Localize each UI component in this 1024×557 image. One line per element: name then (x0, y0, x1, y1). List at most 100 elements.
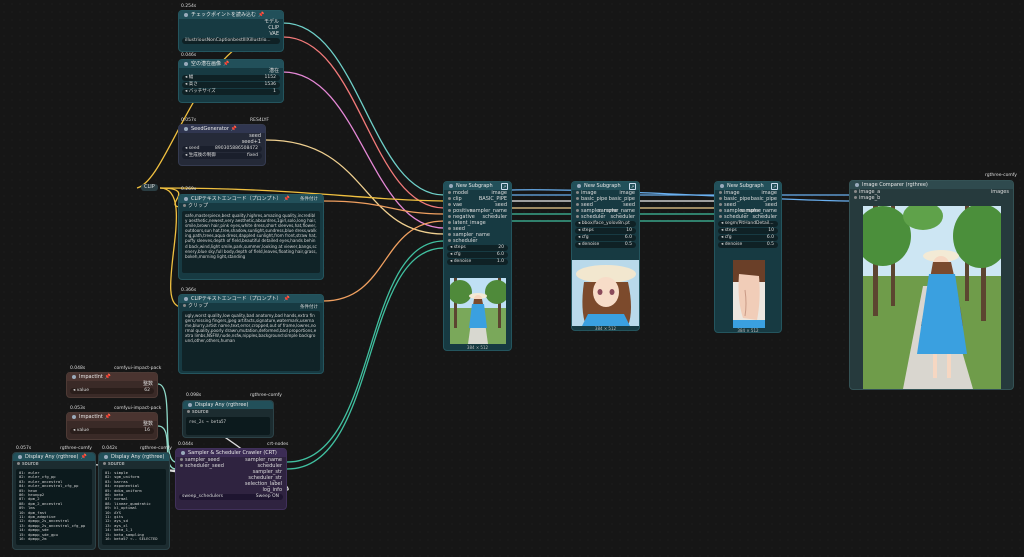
input-source[interactable]: source (183, 409, 273, 415)
input-socket-icon[interactable] (448, 197, 451, 200)
input-socket-icon[interactable] (576, 209, 579, 212)
crawler-row-4[interactable]: scheduler_str (176, 475, 286, 481)
clip-positive-node[interactable]: CLIPテキストエンコード（プロンプト）📌 クリップ safe,masterpi… (178, 194, 324, 280)
input-socket-icon[interactable] (448, 227, 451, 230)
sg1-row-8[interactable]: scheduler (444, 238, 511, 244)
crawler-row-5[interactable]: selection_label (176, 481, 286, 487)
input-socket-icon[interactable] (448, 209, 451, 212)
seed-generator-header[interactable]: SeedGenerator📌 (179, 125, 265, 133)
input-socket-icon[interactable] (448, 215, 451, 218)
input-socket-icon[interactable] (180, 464, 183, 467)
input-socket-icon[interactable] (448, 191, 451, 194)
crawler-row-6[interactable]: log_info (176, 487, 286, 493)
collapse-dot-icon[interactable] (184, 61, 188, 66)
collapse-dot-icon[interactable] (720, 183, 724, 188)
display-any-header[interactable]: Display Any (rgthree)📌 (13, 453, 95, 461)
open-subgraph-icon[interactable]: ↗ (629, 183, 636, 190)
crawler-header[interactable]: Sampler & Scheduler Crawler (CRT) (176, 449, 286, 457)
collapse-dot-icon[interactable] (181, 450, 185, 455)
input-socket-icon[interactable] (719, 203, 722, 206)
clip-positive-header[interactable]: CLIPテキストエンコード（プロンプト）📌 (179, 195, 323, 203)
sg1-row-5[interactable]: latent_image (444, 220, 511, 226)
open-subgraph-icon[interactable]: ↗ (771, 183, 778, 190)
negative-prompt-textarea[interactable]: ugly,worst quality,low quality,bad anato… (182, 311, 320, 371)
display-any-header[interactable]: Display Any (rgthree) (183, 401, 273, 409)
input-socket-icon[interactable] (448, 233, 451, 236)
collapse-dot-icon[interactable] (72, 414, 76, 419)
impact-int-header[interactable]: ImpactInt📌 (67, 413, 157, 421)
collapse-dot-icon[interactable] (184, 126, 188, 131)
clip-reroute[interactable]: CLIP (141, 184, 158, 191)
checkpoint-header[interactable]: チェックポイントを読み込む📌 (179, 11, 283, 19)
empty-latent-header[interactable]: 空の潜在画像📌 (179, 60, 283, 68)
ckpt-name-widget[interactable]: illustriousNonCaptionbestIllXillustrio..… (182, 38, 280, 44)
input-source[interactable]: source (13, 461, 95, 467)
input-socket-icon[interactable] (576, 215, 579, 218)
input-socket-icon[interactable] (576, 197, 579, 200)
input-source[interactable]: source (99, 461, 169, 467)
subgraph-header[interactable]: New Subgraph↗ (444, 182, 511, 190)
input-socket-icon[interactable] (576, 191, 579, 194)
output-latent[interactable]: 潜在 (179, 68, 283, 74)
input-socket-icon[interactable] (187, 410, 190, 413)
display-any-node-a[interactable]: Display Any (rgthree)📌 source 01: euler … (12, 452, 96, 550)
input-socket-icon[interactable] (103, 462, 106, 465)
crawler-row-3[interactable]: sampler_str (176, 469, 286, 475)
comparer-row-b[interactable]: image_b (850, 195, 1013, 201)
clip-negative-header[interactable]: CLIPテキストエンコード（プロンプト）📌 (179, 295, 323, 303)
input-socket-icon[interactable] (719, 191, 722, 194)
detector-model-widget[interactable]: ◂ bbox/face_yolov8n.pt (575, 221, 636, 227)
checkpoint-loader-node[interactable]: チェックポイントを読み込む📌 モデル CLIP VAE illustriousN… (178, 10, 284, 52)
collapse-dot-icon[interactable] (577, 183, 581, 188)
collapse-dot-icon[interactable] (72, 374, 76, 379)
display-any-header[interactable]: Display Any (rgthree) (99, 453, 169, 461)
clip-negative-node[interactable]: CLIPテキストエンコード（プロンプト）📌 クリップ ugly,worst qu… (178, 294, 324, 374)
collapse-dot-icon[interactable] (18, 454, 22, 459)
collapse-dot-icon[interactable] (184, 196, 188, 201)
input-clip[interactable]: クリップ (179, 203, 323, 209)
impact-int-header[interactable]: ImpactInt📌 (67, 373, 157, 381)
input-socket-icon[interactable] (576, 203, 579, 206)
sg1-row-6[interactable]: seed (444, 226, 511, 232)
sg1-row-7[interactable]: sampler_name (444, 232, 511, 238)
output-int[interactable]: 整数 (67, 381, 157, 387)
input-socket-icon[interactable] (17, 462, 20, 465)
collapse-dot-icon[interactable] (855, 182, 859, 187)
output-seed-plus-1[interactable]: seed+1 (179, 139, 265, 145)
output-seed[interactable]: seed (179, 133, 265, 139)
